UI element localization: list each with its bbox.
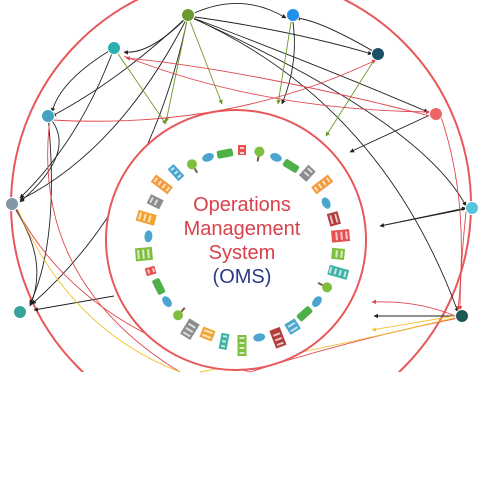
bus-icon [216, 148, 234, 159]
node-left-blue [41, 109, 55, 123]
building-icon [180, 318, 200, 340]
tree-icon [186, 159, 199, 174]
lamp-post-icon [218, 332, 230, 350]
cloud-icon [202, 153, 214, 162]
title-line-system: System [209, 242, 276, 264]
tree-icon [254, 146, 265, 162]
lamp-post-icon [146, 194, 164, 210]
network-nodes [5, 8, 479, 323]
node-top-right-blue [286, 8, 300, 22]
bench-icon [144, 265, 157, 277]
inner-ring [105, 109, 367, 371]
cloud-icon [312, 296, 322, 307]
factory-icon [311, 174, 334, 195]
bench-icon [298, 164, 316, 182]
edges-dark [11, 3, 471, 319]
umbrella-icon [144, 230, 153, 243]
title-line-oms: (OMS) [213, 266, 272, 288]
city-ring [134, 145, 351, 356]
bus-icon [296, 306, 313, 322]
node-right-pink [429, 107, 443, 121]
tree-icon [317, 281, 333, 293]
edges-green [113, 15, 379, 137]
ferris-wheel-icon [135, 209, 157, 226]
node-top [181, 8, 195, 22]
ferris-wheel-icon [237, 335, 247, 356]
umbrella-icon [321, 197, 331, 209]
house-icon [150, 174, 173, 195]
bench-icon [284, 318, 301, 335]
tree-icon [173, 307, 186, 321]
building-icon [238, 145, 246, 155]
building-icon [167, 163, 185, 182]
node-bottom-left-teal [13, 305, 27, 319]
house-icon [331, 247, 346, 260]
node-bottom-right-darkteal [455, 309, 469, 323]
lamp-post-icon [331, 229, 351, 243]
building-icon [327, 264, 350, 280]
umbrella-icon [253, 333, 266, 342]
node-upper-right-navy [371, 47, 385, 61]
factory-icon [269, 326, 287, 349]
ferris-wheel-icon [326, 211, 341, 227]
cloud-icon [270, 153, 282, 162]
title-line-management: Management [184, 218, 301, 240]
house-icon [199, 326, 216, 342]
factory-icon [134, 246, 154, 262]
cloud-icon [162, 296, 172, 307]
node-right-cyan [465, 201, 479, 215]
node-upper-left-teal [107, 41, 121, 55]
node-left-gray [5, 197, 19, 211]
title-line-operations: Operations [193, 194, 291, 216]
bus-icon [152, 278, 166, 295]
center-title: Operations Management System (OMS) [184, 194, 301, 288]
bus-icon [282, 159, 300, 173]
